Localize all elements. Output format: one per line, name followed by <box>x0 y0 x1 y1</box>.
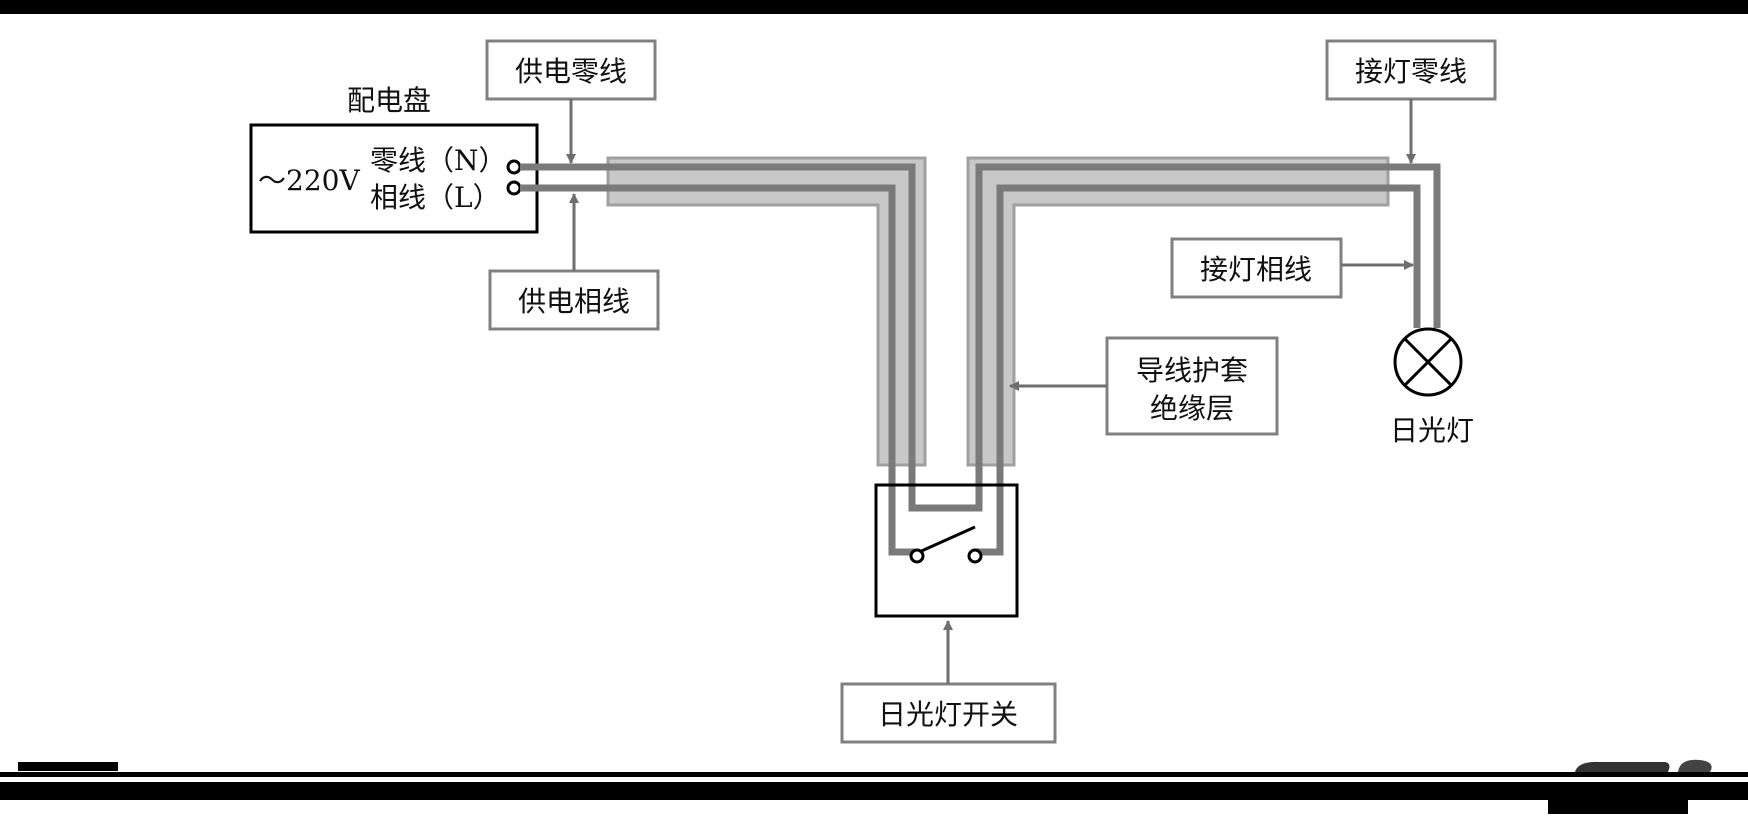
neutral-terminal-label: 零线（N） <box>370 144 507 177</box>
distribution-panel: 配电盘 ～220V 零线（N） 相线（L） <box>249 84 539 234</box>
live-terminal <box>506 180 522 196</box>
callout-lamp-neutral: 接灯零线 <box>1325 39 1497 164</box>
switch-contact-right <box>967 548 983 564</box>
callout-lamp-live: 接灯相线 <box>1170 237 1414 299</box>
svg-text:接灯零线: 接灯零线 <box>1355 55 1467 88</box>
switch-contact-left <box>909 548 925 564</box>
svg-text:供电相线: 供电相线 <box>518 285 630 318</box>
panel-title: 配电盘 <box>347 84 431 117</box>
wires <box>520 163 1441 556</box>
lamp-label: 日光灯 <box>1390 414 1474 447</box>
svg-text:日光灯开关: 日光灯开关 <box>878 698 1018 731</box>
switch-blade <box>916 525 976 555</box>
svg-text:绝缘层: 绝缘层 <box>1150 392 1234 425</box>
svg-text:导线护套: 导线护套 <box>1136 354 1248 387</box>
callout-supply-live: 供电相线 <box>488 193 660 331</box>
callout-lamp-switch: 日光灯开关 <box>840 620 1057 744</box>
callout-supply-neutral: 供电零线 <box>485 39 657 164</box>
neutral-terminal <box>506 159 522 175</box>
svg-text:供电零线: 供电零线 <box>515 55 627 88</box>
lamp-live-wire <box>975 184 1421 556</box>
live-terminal-label: 相线（L） <box>370 181 501 214</box>
supply-live-wire <box>520 184 915 556</box>
callout-insulation-sheath: 导线护套 绝缘层 <box>1009 336 1279 436</box>
svg-text:接灯相线: 接灯相线 <box>1200 253 1312 286</box>
neutral-wire <box>520 163 1441 512</box>
lamp-symbol: 日光灯 <box>1390 327 1474 447</box>
switch-box <box>874 483 1019 618</box>
voltage-label: ～220V <box>258 164 360 197</box>
